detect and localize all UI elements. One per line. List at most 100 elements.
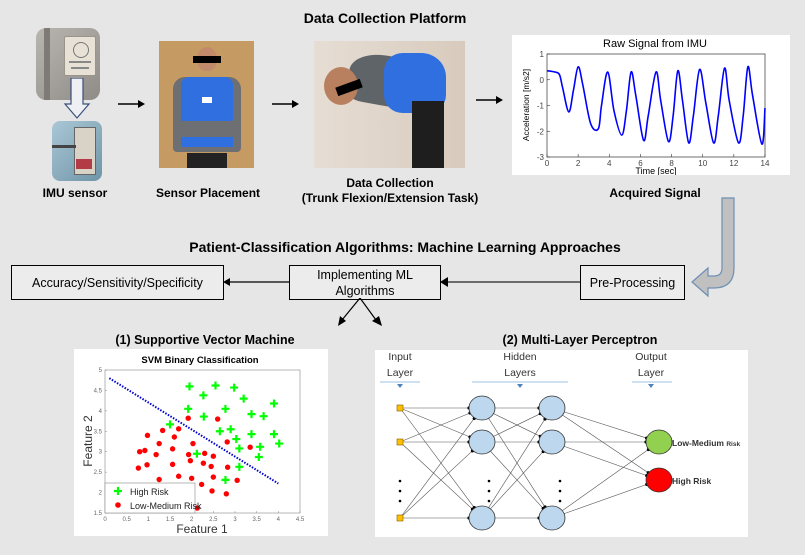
low-medium-risk-point (200, 460, 207, 466)
svm-chart-panel: SVM Binary Classification Feature 1 Feat… (74, 349, 328, 536)
low-medium-risk-point (159, 427, 166, 434)
x-tick-label: 3.5 (252, 517, 261, 523)
arrow-right-icon (476, 96, 503, 104)
ellipsis-dot (398, 499, 402, 503)
input-node (396, 438, 404, 446)
high-risk-point (239, 394, 248, 403)
layer-label-hidden: Hidden Layers (472, 351, 568, 388)
ellipsis-dot (558, 489, 562, 493)
low-medium-risk-point (214, 416, 221, 422)
imu-sensor-photo (36, 28, 100, 100)
y-axis-label: Acceleration [m/s2] (521, 69, 531, 141)
low-medium-risk-point (209, 488, 215, 494)
ellipsis-dot (487, 489, 491, 493)
ml-box-line1: Implementing ML (317, 267, 413, 282)
x-axis-label: Time [sec] (635, 166, 676, 175)
layer-label-input: Input Layer (380, 351, 420, 388)
x-tick-label: 8 (669, 159, 674, 168)
output-label-low-medium: Low-Medium Risk (672, 438, 740, 448)
legend-high-risk-label: High Risk (130, 487, 169, 497)
high-risk-point (226, 425, 235, 434)
low-medium-risk-point (171, 434, 178, 440)
preprocessing-box: Pre-Processing (580, 265, 685, 300)
hidden-layer-label-line2: Layers (504, 367, 536, 379)
trunk-flexion-photo (314, 41, 465, 168)
legend-frame (104, 482, 196, 514)
low-medium-risk-point (223, 491, 230, 497)
input-layer-label-line1: Input (388, 351, 411, 363)
high-risk-point (256, 442, 265, 451)
chart-title: SVM Binary Classification (141, 355, 258, 366)
high-risk-point (254, 453, 263, 462)
connection (399, 441, 473, 510)
ellipsis-dot (487, 499, 491, 503)
ellipsis-dot (558, 479, 562, 483)
y-tick-label: -1 (537, 102, 545, 111)
connection (481, 451, 544, 519)
ellipsis-dot (398, 479, 402, 483)
low-medium-risk-point (208, 463, 214, 470)
hidden-neuron (538, 505, 566, 531)
section-title-data-collection: Data Collection Platform (303, 10, 467, 26)
legend-high-risk-marker (114, 487, 122, 495)
hidden-neuron (538, 395, 566, 421)
hidden-neuron (538, 429, 566, 455)
x-tick-label: 0.5 (122, 517, 131, 523)
x-tick-label: 10 (698, 159, 707, 168)
y-tick-label: 1.5 (94, 511, 103, 517)
raw-signal-chart-panel: Raw Signal from IMU Time [sec] Accelerat… (512, 35, 790, 176)
x-tick-label: 2 (190, 517, 194, 523)
x-tick-label: 14 (761, 159, 770, 168)
high-risk-point (215, 427, 224, 436)
y-tick-label: 3 (99, 450, 103, 456)
hidden-neuron (468, 505, 496, 531)
low-medium-risk-point (224, 439, 230, 445)
caption-data-collection-line1: Data Collection (346, 176, 434, 190)
low-medium-risk-point (142, 447, 148, 454)
y-axis-label: Feature 2 (81, 415, 95, 467)
high-risk-point (270, 430, 278, 439)
connection (399, 450, 473, 519)
curved-down-left-arrow-icon (691, 197, 735, 298)
x-tick-label: 2.5 (209, 517, 218, 523)
high-risk-point (199, 412, 208, 421)
high-risk-point (211, 381, 220, 390)
arrow-left-icon (440, 277, 580, 287)
low-medium-risk-point (234, 477, 240, 484)
high-risk-point (166, 420, 174, 429)
high-risk-point (199, 391, 208, 400)
low-medium-risk-point (144, 462, 150, 468)
low-medium-risk-point (136, 449, 143, 455)
mlp-diagram: Input Layer Hidden Layers Output Layer L… (380, 351, 740, 531)
ellipsis-dot (487, 479, 491, 483)
x-tick-label: 0 (545, 159, 550, 168)
high-risk-point (232, 435, 241, 444)
mlp-section-title: (2) Multi-Layer Perceptron (502, 333, 658, 347)
connection (481, 407, 546, 508)
high-risk-point (221, 475, 230, 484)
x-tick-label: 4 (607, 159, 612, 168)
x-axis-label: Feature 1 (176, 522, 228, 536)
caption-sensor-placement: Sensor Placement (155, 186, 261, 200)
caption-data-collection-line2: (Trunk Flexion/Extension Task) (301, 191, 479, 205)
y-tick-label: 5 (99, 368, 103, 374)
output-neuron-high-risk (645, 467, 673, 493)
low-medium-risk-point (210, 453, 217, 459)
high-risk-point (192, 449, 201, 458)
x-tick-label: 4.5 (296, 517, 305, 523)
input-node (396, 514, 404, 522)
high-risk-point (270, 399, 278, 408)
y-tick-label: -2 (537, 127, 545, 136)
high-risk-point (235, 462, 244, 471)
legend-low-risk-marker (115, 502, 121, 508)
ellipsis-dot (558, 499, 562, 503)
decision-boundary (108, 377, 279, 485)
caption-acquired-signal: Acquired Signal (609, 186, 701, 200)
input-layer-label-line2: Layer (387, 367, 414, 379)
low-medium-risk-point (185, 415, 191, 421)
svm-scatter-chart: SVM Binary Classification Feature 1 Feat… (81, 355, 305, 536)
x-tick-label: 0 (103, 517, 107, 523)
y-tick-label: 2.5 (94, 470, 103, 476)
low-medium-risk-point (188, 475, 195, 481)
chart-title: Raw Signal from IMU (603, 38, 707, 50)
